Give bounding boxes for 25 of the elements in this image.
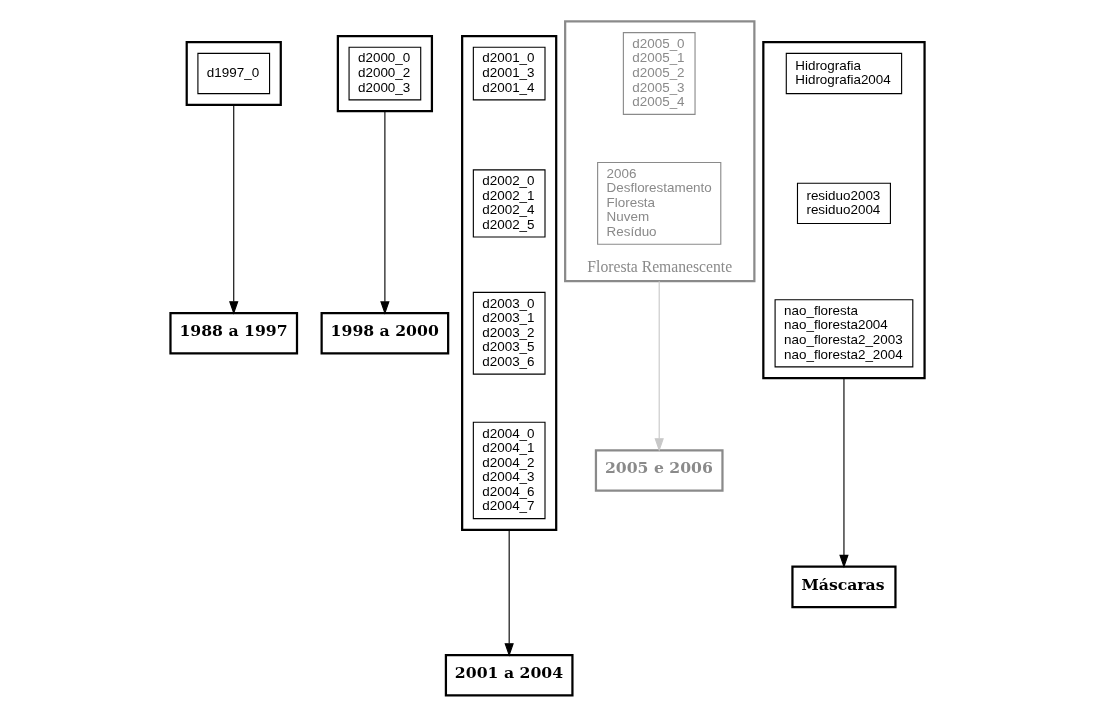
node-box: nao_floresta nao_floresta2004 nao_floresta2_2003 nao_floresta2_2004 — [774, 299, 913, 368]
cluster — [761, 41, 926, 380]
cluster — [185, 41, 282, 106]
node-box: 1988 a 1997 — [168, 312, 298, 355]
node-box: 1998 a 2000 — [320, 312, 449, 355]
node-box: d2004_0 d2004_1 d2004_2 d2004_3 d2004_6 d2004_7 — [472, 421, 546, 520]
node-box: 2005 e 2006 — [594, 449, 724, 492]
node-box: d1997_0 — [196, 52, 270, 95]
node-box: d2003_0 d2003_1 d2003_2 d2003_5 d2003_6 — [472, 291, 546, 375]
arrow — [838, 377, 849, 569]
node-box: residuo2003 residuo2004 — [796, 182, 891, 225]
arrow — [379, 110, 390, 315]
arrow — [654, 280, 664, 452]
node-box: 2001 a 2004 — [444, 654, 574, 697]
node-box: 2006 Desflorestamento Floresta Nuvem Resíduo — [596, 162, 721, 245]
node-box: d2000_0 d2000_2 d2000_3 — [348, 46, 421, 101]
cluster — [460, 34, 557, 531]
node-box: d2002_0 d2002_1 d2002_4 d2002_5 — [472, 169, 546, 238]
node-box: Máscaras — [790, 565, 897, 609]
cluster — [336, 34, 433, 113]
node-box: Hidrografia Hidrografia2004 — [785, 52, 902, 95]
arrow — [228, 104, 238, 315]
node-box: d2005_0 d2005_1 d2005_2 d2005_3 d2005_4 — [622, 32, 696, 115]
node-box: d2001_0 d2001_3 d2001_4 — [472, 46, 546, 101]
arrow — [503, 529, 514, 657]
